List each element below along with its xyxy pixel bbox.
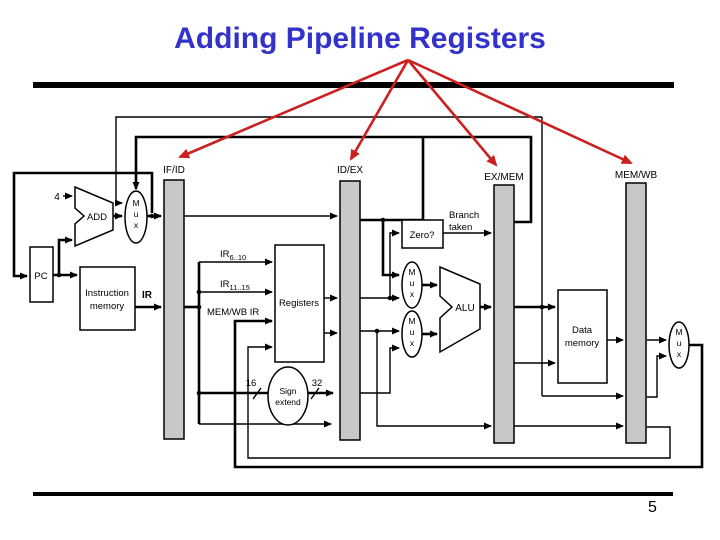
- wire-next-pc-loop: [12, 171, 154, 280]
- instruction-memory-label-1: Instruction: [85, 288, 129, 299]
- junction-dot: [539, 304, 545, 310]
- pointer-to-exmem: [407, 59, 498, 167]
- alu-mux-b-letter: M: [408, 316, 415, 326]
- wire-writeback-feedback: [233, 317, 704, 469]
- title-rule: [33, 82, 674, 88]
- instruction-memory-box: [79, 266, 136, 331]
- ifid-label: IF/ID: [163, 165, 185, 176]
- four-label: 4: [54, 192, 60, 203]
- pointer-to-ifid: [178, 58, 409, 159]
- bits-16-label: 16: [246, 378, 257, 389]
- wire-rega-to-zero: [389, 229, 400, 298]
- bus-width-tick: [310, 387, 320, 400]
- alu-mux-a-letter: M: [408, 267, 415, 277]
- sign-extend: [267, 366, 309, 426]
- footer-rule: [33, 492, 673, 496]
- junction-dot: [374, 328, 380, 334]
- wire-imm-to-alumux: [360, 344, 400, 394]
- exmem-label: EX/MEM: [484, 172, 523, 183]
- wb-mux-letter: x: [677, 349, 682, 359]
- sign-extend-label-1: Sign: [279, 386, 296, 396]
- data-memory-label-1: Data: [572, 325, 593, 336]
- writeback-mux: [668, 321, 690, 369]
- pointer-to-memwb: [407, 58, 633, 165]
- memwb-register: [625, 182, 647, 444]
- junction-dot: [149, 213, 155, 219]
- junction-dot: [196, 390, 202, 396]
- data-memory-label-2: memory: [565, 338, 600, 349]
- wire-memwb-writedata-feedback: [247, 343, 671, 459]
- memwb-label: MEM/WB: [615, 170, 658, 181]
- wire-branch-feedback-to-pcmux: [115, 116, 542, 207]
- wb-mux-letter: u: [677, 338, 682, 348]
- wire-idex-pc4-out: [360, 138, 425, 222]
- add-label: ADD: [87, 212, 107, 223]
- ir-6-10-label: IR6..10: [220, 249, 246, 262]
- slide-title: Adding Pipeline Registers: [174, 22, 546, 55]
- junction-dot: [196, 304, 202, 310]
- alu-mux-a: [401, 261, 423, 309]
- alu-mux-a-letter: u: [410, 278, 415, 288]
- alu-mux-b-letter: x: [410, 338, 415, 348]
- memwb-ir-label: MEM/WB IR: [207, 307, 259, 318]
- pointer-to-idex: [349, 59, 410, 161]
- ir-11-15-label: IR11..15: [220, 279, 250, 292]
- ir-label: IR: [142, 290, 153, 301]
- wire-branch-target-feedback: [132, 135, 533, 224]
- data-memory-box: [557, 289, 608, 384]
- alu-label: ALU: [455, 303, 474, 314]
- ifid-register: [163, 179, 185, 440]
- sign-extend-label-2: extend: [275, 397, 301, 407]
- registers-box: [274, 244, 325, 363]
- wire-pc-to-add: [57, 236, 73, 275]
- wire-memwb-to-wbmux2: [647, 352, 667, 398]
- bus-width-tick: [252, 387, 262, 400]
- zero-box: [401, 219, 444, 249]
- wb-mux-letter: M: [675, 327, 682, 337]
- pc-label: PC: [34, 271, 47, 282]
- pc-mux-letter: M: [132, 198, 139, 208]
- junction-dot: [380, 217, 386, 223]
- junction-dot: [387, 295, 393, 301]
- page-number: 5: [648, 499, 657, 516]
- add-adder: [74, 185, 114, 248]
- registers-label: Registers: [279, 298, 319, 309]
- wire-pc4-to-alumux-a: [381, 220, 400, 279]
- branch-taken-label-2: taken: [449, 222, 472, 233]
- junction-dot: [56, 272, 62, 278]
- pc-box: [29, 246, 54, 303]
- alu-mux-b-letter: u: [410, 327, 415, 337]
- alu: [439, 265, 481, 354]
- pc-mux-letter: x: [134, 220, 139, 230]
- alu-mux-b: [401, 310, 423, 358]
- wire-storedata-to-exmem: [376, 331, 492, 430]
- idex-label: ID/EX: [337, 165, 363, 176]
- instruction-memory-label-2: memory: [90, 301, 125, 312]
- branch-taken-label-1: Branch: [449, 210, 479, 221]
- pc-mux: [124, 190, 148, 244]
- idex-register: [339, 180, 361, 441]
- bits-32-label: 32: [312, 378, 323, 389]
- zero-label: Zero?: [410, 230, 435, 241]
- title-pointer-lines: [178, 58, 633, 167]
- pc-mux-letter: u: [134, 209, 139, 219]
- alu-mux-a-letter: x: [410, 289, 415, 299]
- junction-dot: [196, 289, 202, 295]
- exmem-register: [493, 184, 515, 444]
